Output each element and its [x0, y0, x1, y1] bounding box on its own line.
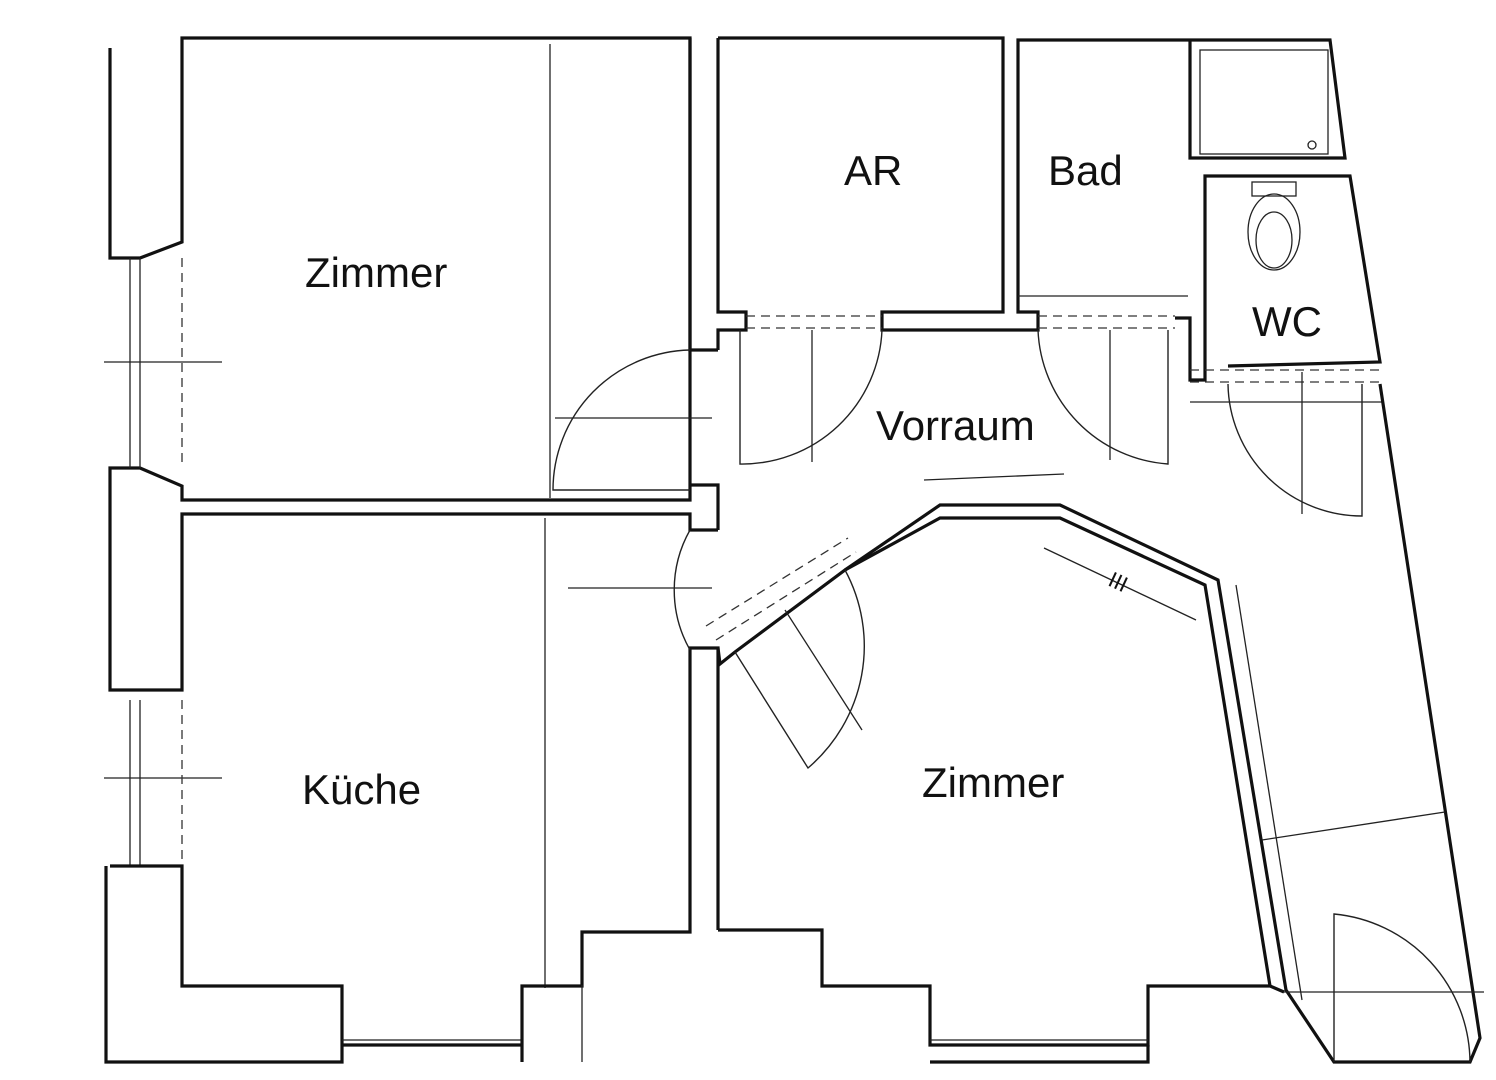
west-facade — [104, 36, 718, 866]
dimension-mark: III — [1105, 567, 1132, 597]
room-labels: Zimmer AR Bad WC Vorraum Küche Zimmer — [302, 147, 1322, 813]
zimmer-bottom-right-room: III — [705, 473, 1285, 1064]
kueche-room — [104, 646, 720, 1064]
label-zimmer-bottom-right: Zimmer — [922, 759, 1064, 806]
zimmer-top-left-room — [544, 44, 551, 988]
east-facade — [844, 383, 1484, 1064]
doors — [552, 329, 1363, 770]
wet-rooms — [1175, 38, 1382, 403]
label-zimmer-top-left: Zimmer — [305, 249, 447, 296]
label-kueche: Küche — [302, 766, 421, 813]
label-wc: WC — [1252, 298, 1322, 345]
label-ar: AR — [844, 147, 902, 194]
label-bad: Bad — [1048, 147, 1123, 194]
vorraum-room — [688, 36, 1188, 530]
label-vorraum: Vorraum — [876, 402, 1035, 449]
